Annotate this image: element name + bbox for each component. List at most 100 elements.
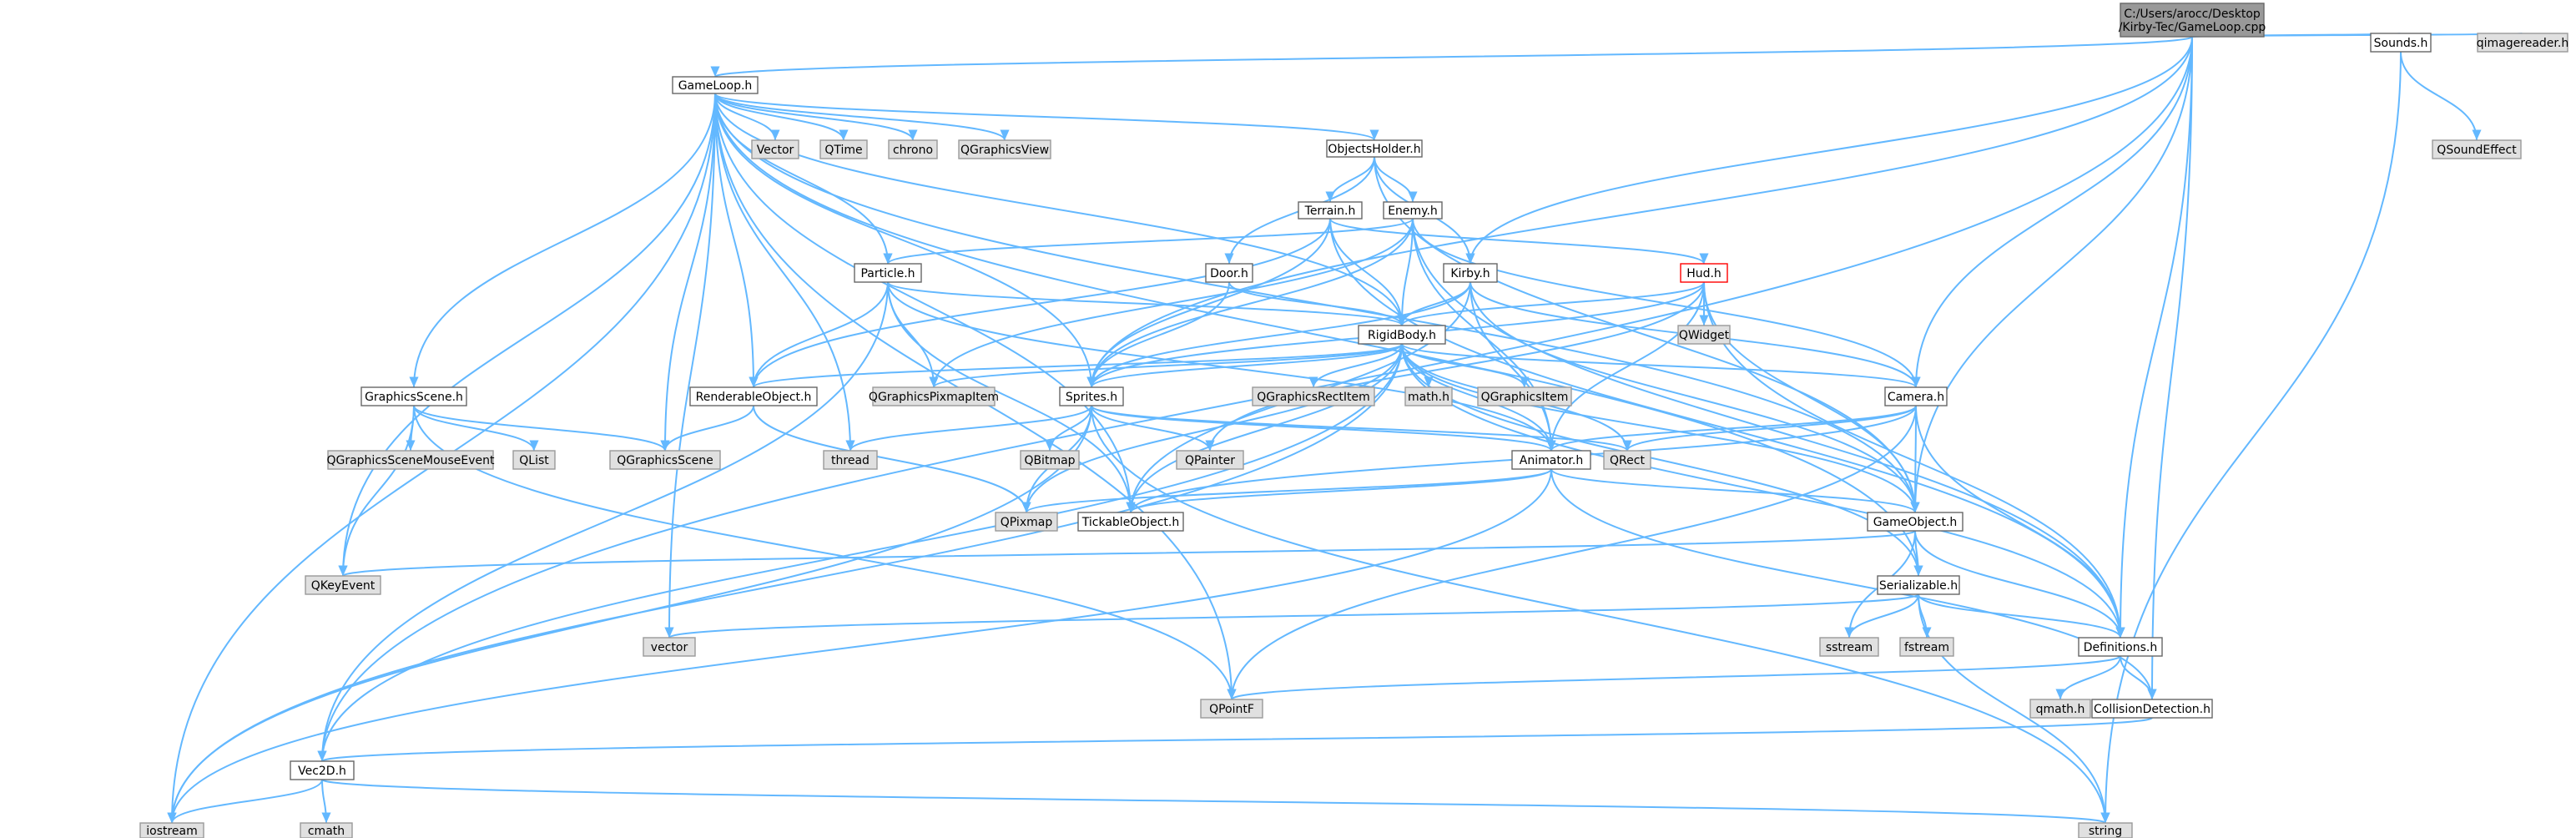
node-box-qimagereader (2477, 33, 2568, 53)
node-label-serializable: Serializable.h (1879, 579, 1958, 593)
edge-animator-to-gameobject (1550, 468, 1920, 513)
edge-hud-to-rigidbody (1397, 281, 1705, 326)
node-kirby[interactable]: Kirby.h (1443, 263, 1498, 283)
node-animator[interactable]: Animator.h (1511, 450, 1591, 470)
node-qbitmap: QBitmap (1020, 450, 1080, 470)
edge-gameloop-to-vector (664, 93, 716, 639)
edge-terrain-to-hud (1329, 218, 1709, 265)
edge-gameloop-to-sprites (714, 93, 1096, 388)
node-box-terrain (1298, 201, 1363, 220)
node-terrain[interactable]: Terrain.h (1298, 201, 1363, 220)
node-label-qkeyevent: QKeyEvent (311, 579, 376, 593)
node-label-sounds: Sounds.h (2374, 37, 2428, 50)
node-box-collision (2091, 699, 2213, 719)
node-vec2d[interactable]: Vec2D.h (290, 760, 355, 780)
node-label-qgraphicsview: QGraphicsView (960, 144, 1049, 157)
edge-sprites-to-qrect (1091, 405, 1632, 452)
edge-enemy-to-qgpixmapitem (929, 218, 1414, 388)
node-particle[interactable]: Particle.h (854, 263, 922, 283)
node-box-qwidget (1677, 325, 1731, 345)
node-cmath: cmath (300, 822, 353, 838)
edge-particle-to-rigidbody (887, 281, 1407, 326)
node-qwidget: QWidget (1677, 325, 1731, 345)
edge-collision-to-vec2d (318, 717, 2153, 762)
edge-enemy-to-sprites (1086, 218, 1414, 388)
node-sounds[interactable]: Sounds.h (2370, 33, 2432, 53)
node-label-gameloop: GameLoop.h (678, 79, 753, 93)
edge-serializable-to-definitions (1918, 593, 2125, 639)
node-box-vec2d (290, 760, 355, 780)
edge-gameloop-to-renderable (714, 93, 759, 388)
node-qpixmap: QPixmap (995, 512, 1058, 532)
node-qgsme: QGraphicsSceneMouseEvent (326, 450, 495, 470)
edge-particle-to-animator (887, 281, 1556, 452)
node-box-animator (1511, 450, 1591, 470)
node-label-door: Door.h (1210, 267, 1248, 280)
node-box-chrono (888, 139, 938, 159)
node-box-vector_tpl (751, 139, 799, 159)
edge-gameloop-to-particle (714, 93, 893, 265)
node-label-sprites: Sprites.h (1066, 391, 1117, 404)
node-renderable[interactable]: RenderableObject.h (689, 386, 818, 406)
edge-camera-to-qpointf (1227, 405, 1917, 700)
edge-sounds-to-qsoundeffect (2400, 51, 2482, 141)
node-qgscene: QGraphicsScene (609, 450, 721, 470)
edge-graphicsscene-to-qkeyevent (338, 405, 415, 577)
node-label-chrono: chrono (893, 144, 933, 157)
edge-definitions-to-qpointf (1227, 655, 2121, 700)
node-door[interactable]: Door.h (1205, 263, 1253, 283)
node-tickable[interactable]: TickableObject.h (1077, 512, 1184, 532)
edge-sprites-to-thread (845, 405, 1092, 452)
node-label-rigidbody: RigidBody.h (1368, 329, 1436, 342)
node-rigidbody[interactable]: RigidBody.h (1358, 325, 1446, 345)
node-hud[interactable]: Hud.h (1680, 263, 1728, 283)
node-box-rigidbody (1358, 325, 1446, 345)
node-label-thread: thread (831, 454, 870, 467)
edge-root-to-gameobject (1910, 36, 2193, 513)
node-objectsholder[interactable]: ObjectsHolder.h (1326, 139, 1423, 158)
node-label-qwidget: QWidget (1679, 329, 1730, 342)
edge-graphicsscene-to-qlist (413, 405, 539, 452)
edge-gameloop-to-vector_tpl (714, 93, 780, 141)
node-camera[interactable]: Camera.h (1884, 386, 1948, 406)
node-label-qtime: QTime (824, 144, 862, 157)
edge-particle-to-vec2d (317, 281, 889, 762)
node-label-string: string (2089, 825, 2122, 838)
node-qsoundeffect: QSoundEffect (2432, 139, 2522, 159)
edge-camera-to-qrect (1622, 405, 1917, 452)
edge-hud-to-definitions (1703, 281, 2125, 639)
node-box-tickable (1077, 512, 1184, 532)
node-mathh: math.h (1404, 386, 1453, 406)
node-definitions[interactable]: Definitions.h (2078, 637, 2163, 657)
edge-objectsholder-to-enemy (1374, 156, 1418, 203)
edge-sounds-to-string (2100, 51, 2402, 824)
node-box-sstream (1819, 637, 1879, 657)
node-label-iostream: iostream (146, 825, 198, 838)
node-qlist: QList (512, 450, 556, 470)
node-serializable[interactable]: Serializable.h (1877, 575, 1960, 595)
node-box-definitions (2078, 637, 2163, 657)
node-gameobject[interactable]: GameObject.h (1867, 512, 1964, 532)
node-qimagereader: qimagereader.h (2477, 33, 2568, 53)
node-root[interactable]: C:/Users/arocc/Desktop/Kirby-Tec/GameLoo… (2119, 3, 2266, 38)
node-gameloop[interactable]: GameLoop.h (672, 76, 759, 94)
edge-vec2d-to-iostream (167, 779, 323, 824)
node-collision[interactable]: CollisionDetection.h (2091, 699, 2213, 719)
edge-enemy-to-animator (1412, 218, 1556, 452)
node-qpointf: QPointF (1200, 699, 1263, 719)
edge-enemy-to-rigidbody (1397, 218, 1414, 326)
node-enemy[interactable]: Enemy.h (1383, 201, 1443, 220)
node-qgpixmapitem: QGraphicsPixmapItem (869, 386, 999, 406)
edge-sprites-to-qpainter (1091, 405, 1215, 452)
node-box-qpixmap (995, 512, 1058, 532)
edge-definitions-to-qmath (2055, 655, 2121, 700)
edge-sprites-to-qbitmap (1045, 405, 1092, 452)
node-label-vec2d: Vec2D.h (298, 765, 346, 778)
node-box-qbitmap (1020, 450, 1080, 470)
node-graphicsscene[interactable]: GraphicsScene.h (360, 386, 467, 406)
edge-camera-to-animator (1546, 405, 1917, 452)
node-box-qpainter (1176, 450, 1244, 470)
node-label-hud: Hud.h (1686, 267, 1722, 280)
edge-root-to-collision (2147, 36, 2193, 700)
node-sprites[interactable]: Sprites.h (1059, 386, 1124, 406)
